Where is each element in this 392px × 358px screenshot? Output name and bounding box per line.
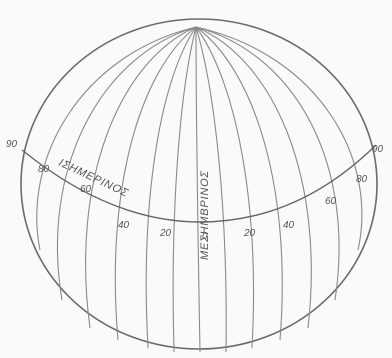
meridian-line (114, 26, 197, 341)
longitude-label-right-20: 20 (243, 228, 256, 239)
longitude-label-right-90: 90 (372, 144, 384, 155)
meridian-name: ΜΕΣΗΜΒΡΙΝΟΣ (199, 170, 211, 260)
equator-line (21, 144, 377, 223)
longitude-label-right-80: 80 (356, 174, 368, 185)
longitude-label-right-40: 40 (283, 220, 295, 231)
longitude-label-right-60: 60 (325, 196, 337, 207)
equator-name: ΙΣΗΜΕΡΙΝΟΣ (57, 157, 131, 200)
globe-outline (20, 18, 378, 350)
longitude-label-center-0: 0 (202, 231, 208, 242)
meridian-line (195, 26, 255, 349)
meridian-line (172, 26, 197, 353)
longitude-label-left-80: 80 (38, 164, 50, 175)
meridian-line (85, 26, 197, 329)
meridian-line (36, 26, 197, 251)
meridian-line (195, 26, 363, 251)
meridian-line (195, 26, 283, 341)
longitude-label-left-20: 20 (159, 228, 172, 239)
longitude-label-left-60: 60 (80, 184, 92, 195)
meridian-line (195, 26, 312, 329)
meridian-line (195, 26, 201, 353)
meridian-line (56, 26, 197, 301)
longitude-label-left-90: 90 (6, 139, 18, 150)
meridian-line (195, 26, 227, 353)
longitude-label-left-40: 40 (118, 220, 130, 231)
meridian-lines (36, 26, 363, 353)
meridian-line (195, 26, 340, 301)
meridian-line (145, 26, 197, 349)
